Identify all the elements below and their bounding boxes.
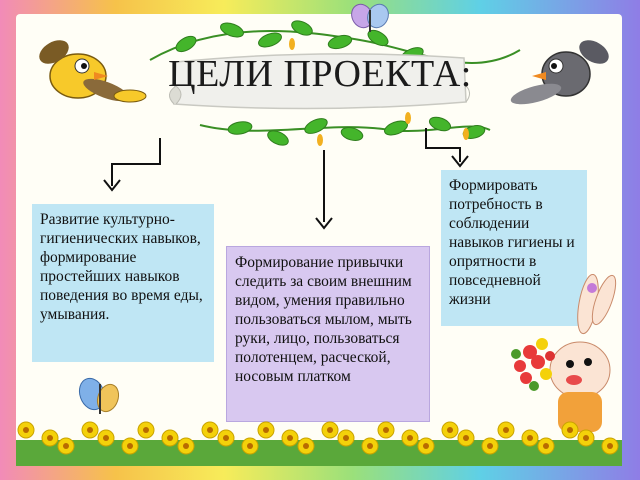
flower-center xyxy=(87,427,93,433)
flower-center xyxy=(367,443,373,449)
gray-bird-icon xyxy=(510,40,609,105)
flower-center xyxy=(447,427,453,433)
flower-center xyxy=(247,443,253,449)
flower-center xyxy=(303,443,309,449)
flower-center xyxy=(103,435,109,441)
butterfly-icon xyxy=(351,3,389,32)
flower-border xyxy=(16,421,622,466)
goal-box-daily-hygiene: Формировать потребность в соблюдении нав… xyxy=(441,170,587,326)
flower-center xyxy=(143,427,149,433)
blue-butterfly-icon xyxy=(78,377,120,414)
flower-center xyxy=(583,435,589,441)
flower-center xyxy=(503,427,509,433)
flower-center xyxy=(407,435,413,441)
flower-center xyxy=(463,435,469,441)
flower-center xyxy=(487,443,493,449)
flower-center xyxy=(543,443,549,449)
flower-center xyxy=(343,435,349,441)
flower-center xyxy=(127,443,133,449)
title-banner: ЦЕЛИ ПРОЕКТА: xyxy=(168,44,472,114)
yellow-bird-icon xyxy=(39,40,147,103)
scroll-icon xyxy=(169,53,470,110)
page-title: ЦЕЛИ ПРОЕКТА: xyxy=(168,53,472,95)
flower-center xyxy=(63,443,69,449)
goal-box-appearance-habits: Формирование привычки следить за своим в… xyxy=(226,246,430,422)
flower-center xyxy=(207,427,213,433)
flower-center xyxy=(47,435,53,441)
flower-center xyxy=(23,427,29,433)
bunny-with-flowers-icon xyxy=(511,274,617,432)
flower-center xyxy=(607,443,613,449)
flower-center xyxy=(183,443,189,449)
goal-box-hygiene-skills: Развитие культурно-гигиенических навыков… xyxy=(32,204,214,362)
flower-center xyxy=(287,435,293,441)
flower-center xyxy=(167,435,173,441)
flower-center xyxy=(327,427,333,433)
flower-center xyxy=(263,427,269,433)
flower-center xyxy=(383,427,389,433)
flower-center xyxy=(567,427,573,433)
flower-center xyxy=(527,435,533,441)
flower-center xyxy=(423,443,429,449)
flower-center xyxy=(223,435,229,441)
